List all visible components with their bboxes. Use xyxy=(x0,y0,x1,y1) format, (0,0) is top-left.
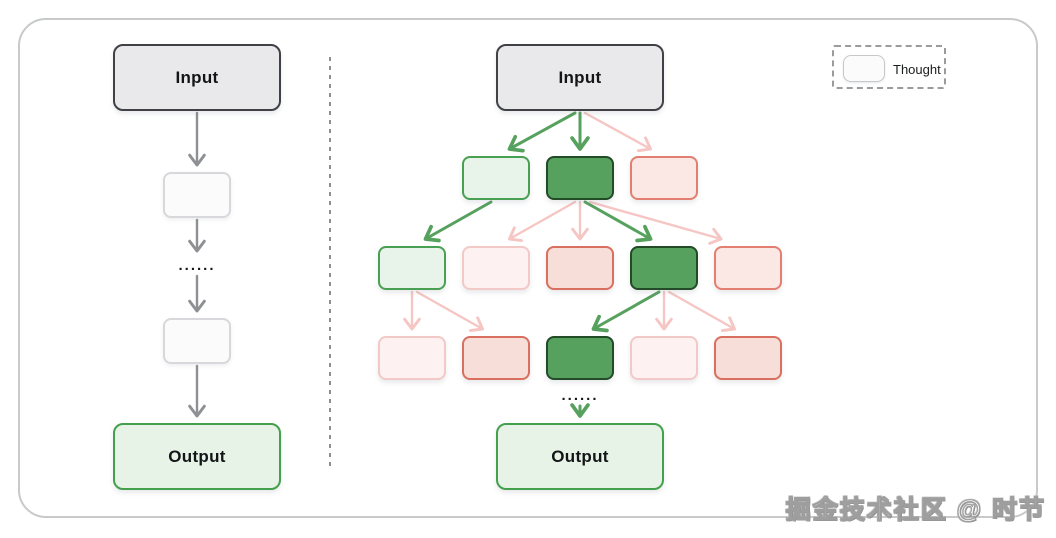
thought-node-r0c2 xyxy=(546,156,614,200)
right-ellipsis: ...... xyxy=(561,387,599,404)
right-input-label: Input xyxy=(558,67,602,87)
left-output-node: Output xyxy=(113,423,281,490)
left-input-label: Input xyxy=(175,67,219,87)
thought-node-r1c3 xyxy=(630,246,698,290)
left-input-node: Input xyxy=(113,44,281,111)
thought-node-r2c4 xyxy=(714,336,782,380)
thought-node-r2c0 xyxy=(378,336,446,380)
right-output-label: Output xyxy=(551,446,609,466)
left-thought-node-2 xyxy=(163,318,231,364)
legend-label: Thought xyxy=(893,61,941,77)
thought-swatch xyxy=(843,55,885,82)
thought-node-r2c1 xyxy=(462,336,530,380)
watermark: 掘金技术社区 @ 时节 xyxy=(785,496,1046,525)
panel-divider xyxy=(329,57,331,469)
thought-node-r1c1 xyxy=(462,246,530,290)
left-thought-node-1 xyxy=(163,172,231,218)
thought-node-r2c2 xyxy=(546,336,614,380)
thought-node-r0c1 xyxy=(462,156,530,200)
left-output-label: Output xyxy=(168,446,226,466)
left-ellipsis: ...... xyxy=(178,257,216,274)
legend: Thought xyxy=(832,45,946,89)
thought-node-r1c0 xyxy=(378,246,446,290)
thought-node-r0c3 xyxy=(630,156,698,200)
right-input-node: Input xyxy=(496,44,664,111)
thought-node-r1c4 xyxy=(714,246,782,290)
right-output-node: Output xyxy=(496,423,664,490)
thought-node-r2c3 xyxy=(630,336,698,380)
thought-node-r1c2 xyxy=(546,246,614,290)
